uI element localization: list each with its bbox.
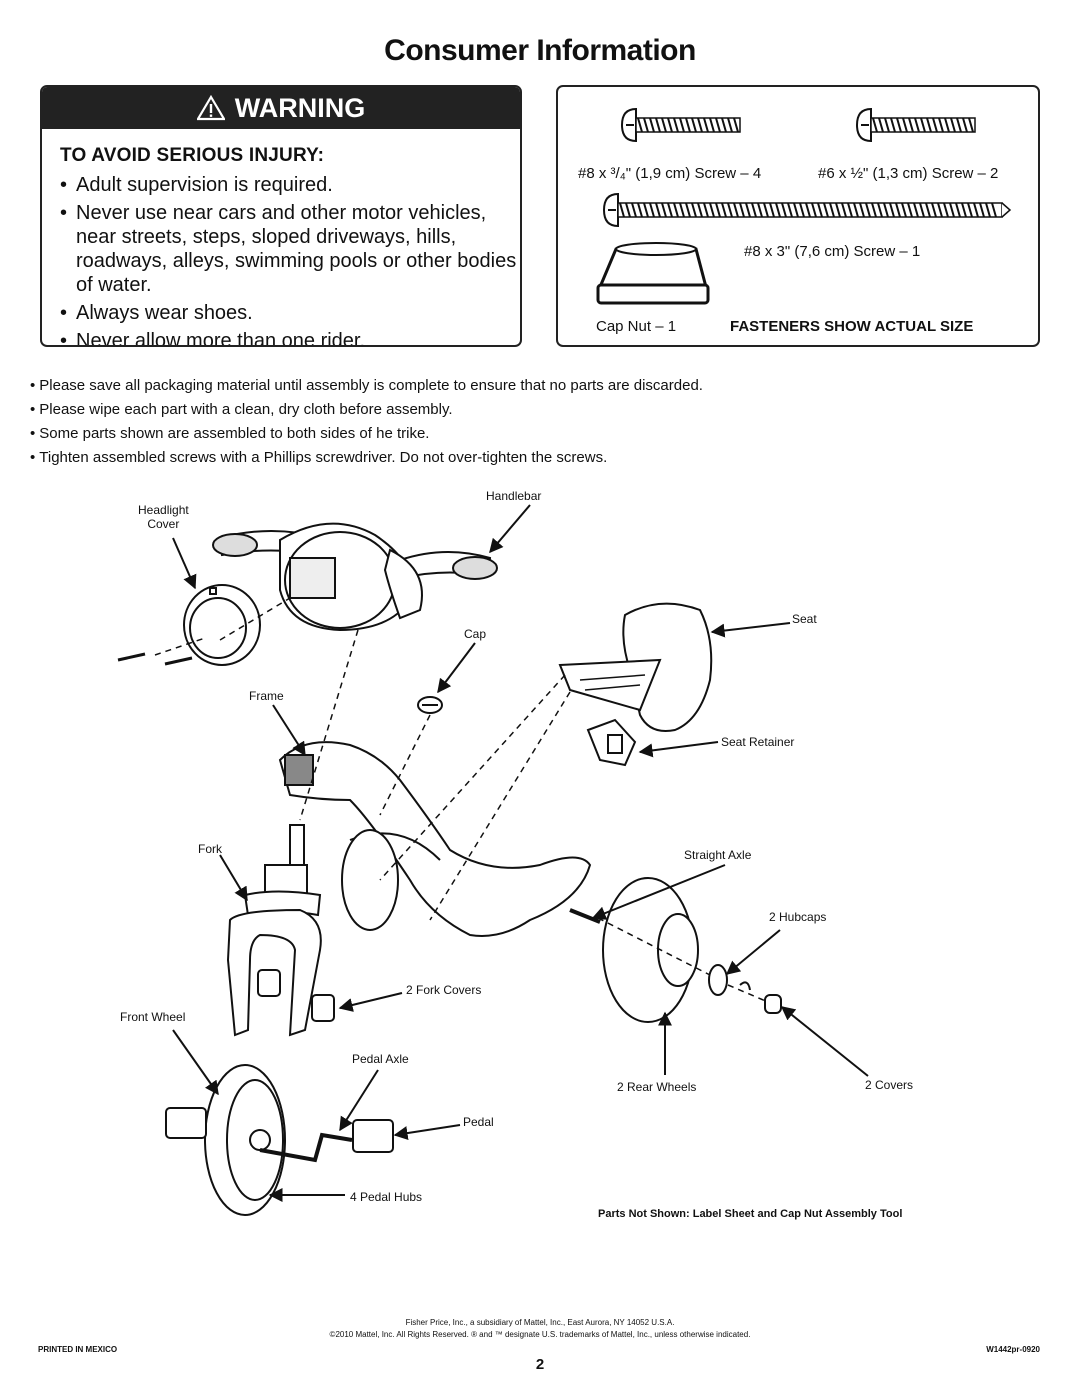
frame-part: [278, 741, 592, 937]
parts-not-shown: Parts Not Shown: Label Sheet and Cap Nut…: [598, 1208, 903, 1220]
note-item: Some parts shown are assembled to both s…: [30, 422, 703, 446]
label-covers: 2 Covers: [865, 1078, 914, 1092]
label-front-wheel: Front Wheel: [120, 1010, 186, 1024]
label-pedal-axle: Pedal Axle: [352, 1052, 409, 1066]
label-hubcaps: 2 Hubcaps: [769, 910, 827, 924]
hubcaps-part: [708, 964, 751, 996]
warning-item: Adult supervision is required.: [58, 173, 520, 197]
warning-item: Never allow more than one rider.: [58, 329, 520, 345]
label-frame: Frame: [249, 689, 284, 703]
warning-subheading: TO AVOID SERIOUS INJURY:: [60, 145, 325, 166]
label-straight-axle: Straight Axle: [684, 848, 752, 862]
warning-list: Adult supervision is required. Never use…: [42, 173, 520, 345]
fork-covers-part: [257, 969, 335, 1022]
screw-3-inch-label: #8 x 3" (7,6 cm) Screw – 1: [744, 243, 921, 260]
pedal-part: [165, 1107, 394, 1153]
screw-1-2-icon: [855, 107, 976, 143]
label-cap: Cap: [464, 627, 487, 641]
label-seat: Seat: [792, 612, 817, 626]
footer-copyright: ©2010 Mattel, Inc. All Rights Reserved. …: [329, 1330, 751, 1339]
assembly-notes: Please save all packaging material until…: [30, 374, 703, 470]
label-pedal: Pedal: [463, 1115, 494, 1129]
warning-triangle-icon: [196, 95, 225, 121]
note-item: Please wipe each part with a clean, dry …: [30, 398, 703, 422]
note-item: Please save all packaging material until…: [30, 374, 703, 398]
footer-company: Fisher Price, Inc., a subsidiary of Matt…: [405, 1318, 675, 1327]
label-seat-retainer: Seat Retainer: [721, 735, 795, 749]
screw-3-4-icon: [620, 107, 741, 143]
front-wheel-part: [204, 1064, 286, 1216]
warning-item: Never use near cars and other motor vehi…: [58, 201, 520, 297]
document-code: W1442pr-0920: [986, 1345, 1040, 1354]
label-rear-wheels: 2 Rear Wheels: [617, 1080, 697, 1094]
warning-label: WARNING: [234, 92, 366, 123]
warning-header: WARNING: [42, 87, 520, 129]
rear-wheel-part: [341, 829, 699, 1023]
pedal-axle-part: [259, 1132, 353, 1163]
label-fork-covers: 2 Fork Covers: [406, 983, 482, 997]
cap-nut-icon: [596, 242, 710, 305]
printed-in: PRINTED IN MEXICO: [38, 1345, 118, 1354]
trike-parts-diagram: [117, 504, 869, 1216]
note-item: Tighten assembled screws with a Phillips…: [30, 446, 703, 470]
label-fork: Fork: [198, 842, 222, 856]
cap-nut-label: Cap Nut – 1: [596, 318, 677, 335]
page-title: Consumer Information: [384, 34, 696, 67]
fasteners-note: FASTENERS SHOW ACTUAL SIZE: [730, 318, 974, 335]
warning-item: Always wear shoes.: [58, 301, 520, 325]
warning-box: WARNING TO AVOID SERIOUS INJURY: Adult s…: [40, 85, 522, 347]
label-handlebar: Handlebar: [486, 489, 542, 503]
straight-axle-part: [569, 908, 601, 924]
seat-retainer-part: [586, 718, 637, 767]
fasteners-box: #8 x ³/₄" (1,9 cm) Screw – 4 #6 x ½" (1,…: [556, 85, 1040, 347]
label-headlight-cover: Headlight Cover: [138, 503, 189, 531]
headlight-cover-part: [183, 584, 261, 666]
fork-part: [226, 824, 322, 1037]
screw-1-2-label: #6 x ½" (1,3 cm) Screw – 2: [818, 165, 999, 182]
page-number: 2: [535, 1356, 545, 1373]
screw-3-inch-icon: [602, 192, 1012, 228]
handlebar-part: [212, 522, 498, 632]
headlight-screws: [117, 652, 193, 666]
fasteners-illustration: [596, 107, 1012, 305]
screw-3-4-label: #8 x ³/₄" (1,9 cm) Screw – 4: [578, 165, 762, 182]
cap-part: [417, 696, 443, 714]
seat-part: [558, 602, 713, 732]
label-pedal-hubs: 4 Pedal Hubs: [350, 1190, 423, 1204]
covers-part: [764, 994, 782, 1014]
